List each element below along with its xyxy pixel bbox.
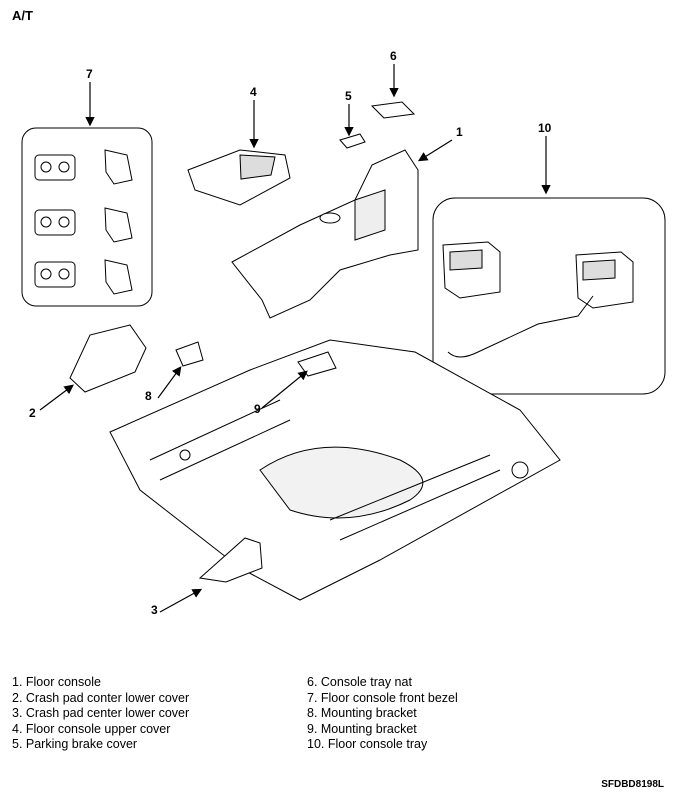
callout-8: 8 — [145, 389, 152, 403]
callout-3: 3 — [151, 603, 158, 617]
exploded-view-diagram: 1 2 3 4 5 6 7 8 9 10 — [21, 49, 666, 617]
legend-item: 6. Console tray nat — [307, 675, 412, 689]
legend-item: 8. Mounting bracket — [307, 706, 417, 720]
callout-9: 9 — [254, 402, 261, 416]
figure-code: SFDBD8198L — [601, 779, 664, 790]
callout-2: 2 — [29, 406, 36, 420]
legend-item: 5. Parking brake cover — [12, 737, 138, 751]
callout-7: 7 — [86, 67, 93, 81]
parking-brake-cover — [339, 133, 366, 149]
bezel-variants — [34, 149, 133, 295]
legend-item: 4. Floor console upper cover — [12, 721, 171, 736]
legend-left: 1. Floor console 2. Crash pad conter low… — [12, 675, 189, 753]
console-tray-parts — [442, 241, 634, 358]
legend-item: 2. Crash pad conter lower cover — [12, 690, 190, 705]
callout-1: 1 — [456, 125, 463, 139]
legend-item: 10. Floor console tray — [307, 737, 428, 751]
crash-pad-center-lower-cover — [198, 537, 263, 583]
callout-5: 5 — [345, 89, 352, 103]
bezel-inset-box — [21, 127, 153, 307]
legend-right: 6. Console tray nat 7. Floor console fro… — [307, 675, 458, 753]
mounting-bracket-8 — [175, 341, 204, 367]
callout-4: 4 — [250, 85, 257, 99]
tray-inset-box — [432, 197, 666, 395]
header-label: A/T — [12, 8, 33, 23]
callout-10: 10 — [538, 121, 552, 135]
crash-pad-conter-lower-cover — [69, 324, 147, 393]
console-tray-nat — [370, 101, 416, 119]
floor-console — [231, 149, 419, 319]
upper-cover — [187, 149, 291, 206]
callout-6: 6 — [390, 49, 397, 63]
floor-pan — [109, 339, 561, 601]
legend-item: 1. Floor console — [12, 675, 101, 689]
legend-item: 7. Floor console front bezel — [307, 690, 458, 705]
legend-item: 9. Mounting bracket — [307, 721, 417, 736]
legend-item: 3. Crash pad center lower cover — [12, 706, 190, 720]
